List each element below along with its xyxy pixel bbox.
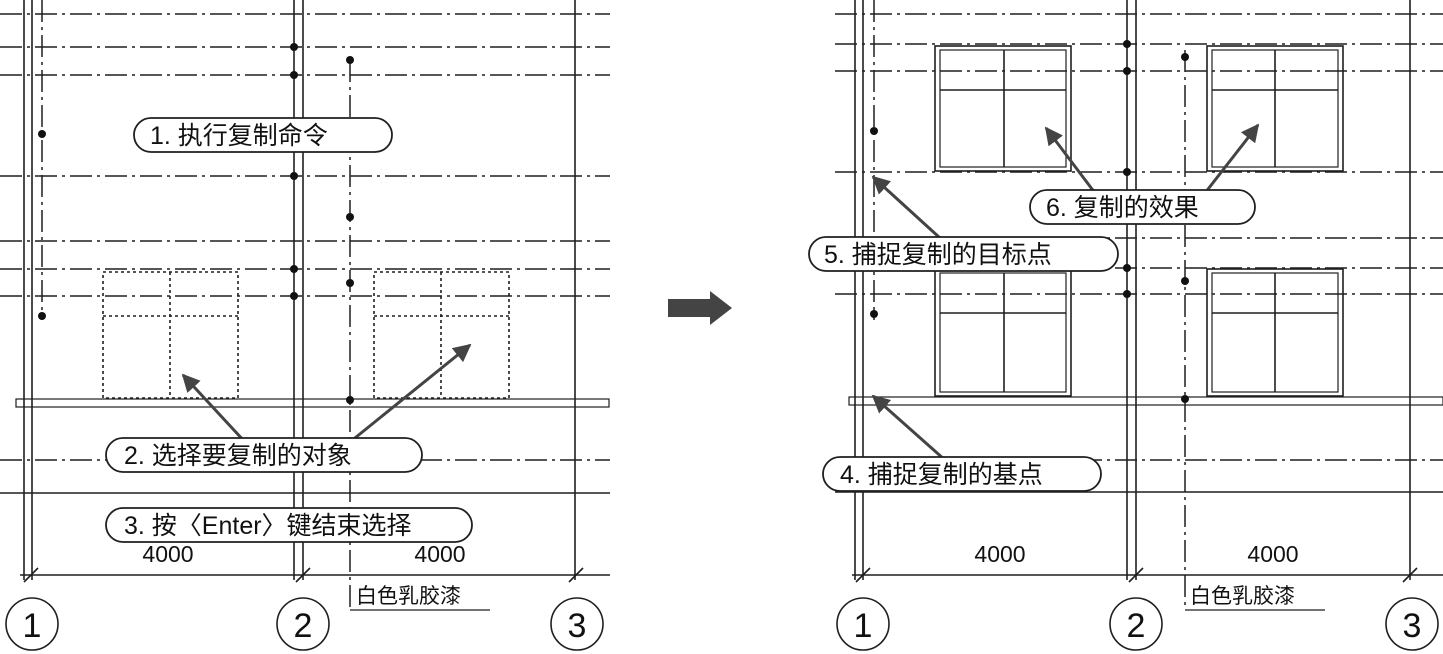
svg-text:5. 捕捉复制的目标点: 5. 捕捉复制的目标点 — [824, 241, 1052, 269]
axis-label: 3 — [568, 607, 587, 645]
axis-label: 1 — [23, 607, 42, 645]
window-copied-top-left — [934, 45, 1072, 172]
dimension-label: 4000 — [974, 541, 1025, 567]
window-bottom-right — [1206, 268, 1344, 397]
selected-window-1 — [102, 271, 239, 399]
svg-text:6. 复制的效果: 6. 复制的效果 — [1046, 194, 1199, 222]
left-panel: 4000 4000 白色乳胶漆 1 2 3 1. 执行复制命令 2. 选择要复制… — [0, 0, 610, 651]
material-label: 白色乳胶漆 — [356, 584, 461, 608]
window-bottom-left — [934, 268, 1072, 397]
dimension-label: 4000 — [1247, 541, 1298, 567]
callout-step1: 1. 执行复制命令 — [133, 117, 393, 153]
callout-step2: 2. 选择要复制的对象 — [105, 437, 423, 473]
svg-text:3. 按〈Enter〉键结束选择: 3. 按〈Enter〉键结束选择 — [124, 512, 412, 540]
callout-step5: 5. 捕捉复制的目标点 — [808, 236, 1119, 272]
right-panel: 4000 4000 白色乳胶漆 1 2 3 6. 复制的效果 5. 捕捉复制的目… — [808, 0, 1443, 651]
dimension-label: 4000 — [414, 541, 465, 567]
callout-step3: 3. 按〈Enter〉键结束选择 — [105, 507, 473, 543]
material-label: 白色乳胶漆 — [1190, 584, 1295, 608]
transition-arrow-icon — [668, 291, 732, 325]
axis-label: 3 — [1403, 607, 1422, 645]
callout-step6: 6. 复制的效果 — [1029, 189, 1256, 225]
window-copied-top-right — [1206, 45, 1344, 172]
svg-text:1. 执行复制命令: 1. 执行复制命令 — [150, 122, 328, 150]
dimension-label: 4000 — [142, 541, 193, 567]
svg-text:4. 捕捉复制的基点: 4. 捕捉复制的基点 — [840, 461, 1043, 489]
axis-label: 1 — [854, 607, 873, 645]
svg-text:2. 选择要复制的对象: 2. 选择要复制的对象 — [124, 442, 352, 470]
callout-step4: 4. 捕捉复制的基点 — [822, 456, 1102, 492]
axis-label: 2 — [294, 607, 313, 645]
axis-label: 2 — [1127, 607, 1146, 645]
selected-window-2 — [373, 271, 510, 399]
